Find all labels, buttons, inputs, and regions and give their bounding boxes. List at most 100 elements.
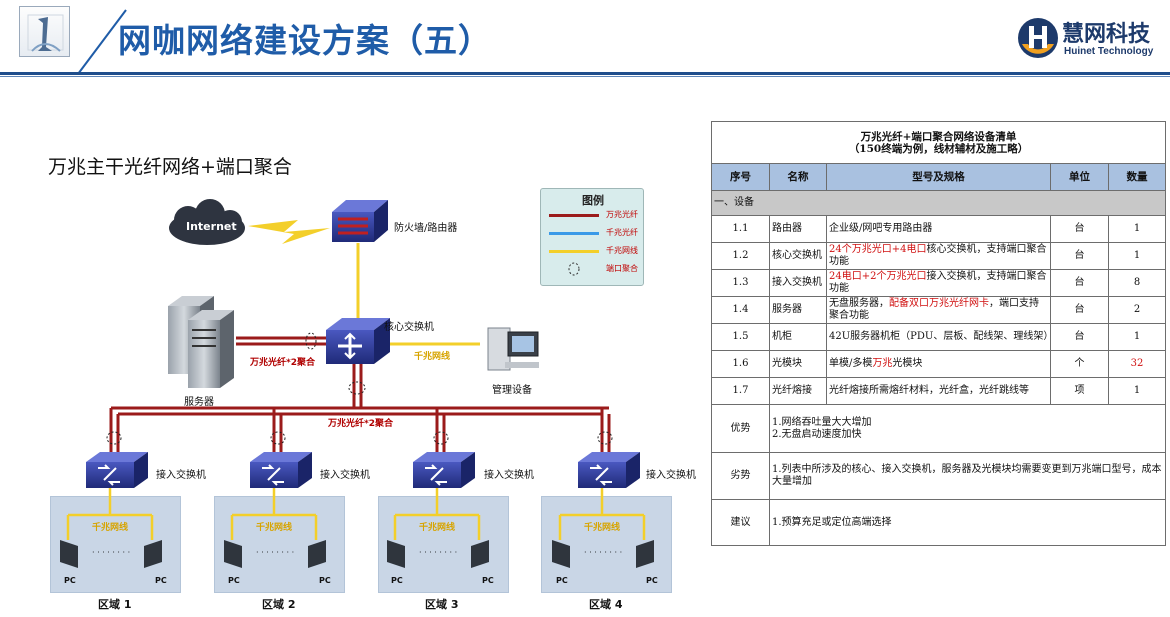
disadvantages-label: 劣势 (711, 452, 770, 500)
school-logo (19, 6, 70, 57)
access-switch-3-label: 接入交换机 (484, 470, 534, 481)
table-row: 1.6 光模块 单模/多模万兆光模块 个 32 (711, 350, 1167, 378)
logo-emblem-icon (27, 14, 64, 52)
row-no: 1.2 (711, 242, 770, 270)
spec-text: 接入交换机，支持端口聚合功能 (829, 271, 1047, 294)
row-qty: 1 (1107, 323, 1167, 351)
row-no: 1.6 (711, 350, 770, 378)
zone-4-lag-marker-icon (597, 431, 613, 445)
management-computer-icon (487, 327, 539, 371)
row-no: 1.4 (711, 296, 770, 324)
spec-text: 42U服务器机柜（PDU、层板、配线架、理线架） (829, 331, 1051, 342)
zone-2-pc-left-label: PC (228, 576, 240, 585)
server-rack-icon (168, 296, 234, 388)
row-no: 1.3 (711, 269, 770, 297)
zone-2-link-label: 千兆网线 (256, 523, 293, 533)
row-no: 1.1 (711, 215, 770, 243)
row-unit: 项 (1050, 377, 1109, 405)
row-name: 接入交换机 (769, 269, 827, 297)
access-switch-2-icon (250, 452, 312, 488)
spec-text: 无盘服务器， (829, 298, 889, 309)
access-switch-4-icon (578, 452, 640, 488)
wan-link-lightning-icon (248, 220, 330, 244)
zone-4-label: 区域 4 (589, 598, 623, 611)
row-unit: 台 (1050, 296, 1109, 324)
legend-swatch-1g-cable (549, 250, 599, 253)
access-switch-2-label: 接入交换机 (320, 470, 370, 481)
disadvantages-content: 1.列表中所涉及的核心、接入交换机，服务器及光模块均需要变更到万兆端口型号，成本… (768, 452, 1167, 500)
legend-label-1g-cable: 千兆网线 (606, 246, 638, 255)
row-qty: 32 (1107, 350, 1167, 378)
legend-item-1g-fiber: 千兆光纤 (549, 227, 645, 239)
table-row: 1.7 光纤熔接 光纤熔接所需熔纤材料，光纤盒，光纤跳线等 项 1 (711, 377, 1167, 405)
server-label: 服务器 (184, 397, 214, 408)
row-spec: 单模/多模万兆光模块 (826, 350, 1051, 378)
server-lag-marker-icon (305, 332, 317, 350)
zone-4-link-label: 千兆网线 (584, 523, 621, 533)
zone-4-dots: · · · · · · · · (584, 548, 623, 557)
title-slash-icon (77, 9, 127, 75)
access-switch-4-label: 接入交换机 (646, 470, 696, 481)
row-qty: 1 (1107, 242, 1167, 270)
internet-label: Internet (186, 220, 237, 233)
zone-4-pc-right-label: PC (646, 576, 658, 585)
suggestion-row: 建议 1.预算充足或定位高端选择 (711, 499, 1167, 546)
row-spec: 光纤熔接所需熔纤材料，光纤盒，光纤跳线等 (826, 377, 1051, 405)
col-header-qty: 数量 (1107, 163, 1167, 191)
advantage-item: 1.网络吞吐量大大增加 (772, 416, 872, 428)
row-unit: 台 (1050, 215, 1109, 243)
table-row: 1.5 机柜 42U服务器机柜（PDU、层板、配线架、理线架） 台 1 (711, 323, 1167, 351)
row-qty: 1 (1107, 377, 1167, 405)
zone-1-dots: · · · · · · · · (92, 548, 131, 557)
row-name: 服务器 (769, 296, 827, 324)
access-switch-1-label: 接入交换机 (156, 470, 206, 481)
legend-swatch-10g-fiber (549, 214, 599, 217)
zone-pc-icons (60, 540, 654, 568)
internet-cloud-icon (169, 199, 245, 245)
access-switch-3-icon (413, 452, 475, 488)
spec-highlight: 24个万兆光口+4电口 (829, 244, 927, 255)
core-switch-icon (326, 318, 390, 364)
row-no: 1.7 (711, 377, 770, 405)
col-header-spec: 型号及规格 (826, 163, 1051, 191)
suggestion-label: 建议 (711, 499, 770, 546)
trunk-lag-marker-icon (348, 381, 366, 395)
page-title: 网咖网络建设方案（五） (118, 21, 492, 60)
legend-item-lag: 端口聚合 (549, 262, 645, 276)
row-name: 核心交换机 (769, 242, 827, 270)
col-header-no: 序号 (711, 163, 770, 191)
zone-2-dots: · · · · · · · · (256, 548, 295, 557)
row-unit: 台 (1050, 242, 1109, 270)
mgmt-label: 管理设备 (492, 385, 532, 396)
header-divider (0, 72, 1170, 75)
firewall-label: 防火墙/路由器 (394, 223, 458, 234)
zone-3-link-label: 千兆网线 (419, 523, 456, 533)
zone-1-pc-left-label: PC (64, 576, 76, 585)
legend-swatch-1g-fiber (549, 232, 599, 235)
table-row: 1.4 服务器 无盘服务器，配备双口万兆光纤网卡，端口支持聚合功能 台 2 (711, 296, 1167, 324)
zone-3-pc-left-label: PC (391, 576, 403, 585)
zone-1-pc-right-label: PC (155, 576, 167, 585)
brand-name: 慧网科技 (1062, 22, 1151, 47)
legend-lag-ellipse-icon (568, 262, 580, 276)
zone-1-link-label: 千兆网线 (92, 523, 129, 533)
server-link-label: 万兆光纤*2聚合 (250, 358, 315, 368)
zone-3-pc-right-label: PC (482, 576, 494, 585)
spec-text: 光纤熔接所需熔纤材料，光纤盒，光纤跳线等 (829, 385, 1029, 396)
zone-1-label: 区域 1 (98, 598, 132, 611)
mgmt-link-label: 千兆网线 (414, 352, 451, 362)
core-switch-label: 核心交换机 (384, 322, 434, 333)
table-title-line-1: 万兆光纤+端口聚合网络设备清单 (860, 130, 1017, 143)
firewall-router-icon (332, 200, 388, 242)
col-header-name: 名称 (769, 163, 827, 191)
legend-label-lag: 端口聚合 (606, 264, 638, 273)
brand-logo-icon (1018, 18, 1058, 58)
zone-3-dots: · · · · · · · · (419, 548, 458, 557)
trunk-link-label: 万兆光纤*2聚合 (328, 419, 393, 429)
advantage-item: 2.无盘启动速度加快 (772, 428, 862, 440)
col-header-unit: 单位 (1050, 163, 1109, 191)
header-divider-thin (0, 76, 1170, 77)
row-name: 光纤熔接 (769, 377, 827, 405)
network-topology-diagram (60, 199, 654, 568)
spec-text: 企业级/网吧专用路由器 (829, 223, 933, 234)
